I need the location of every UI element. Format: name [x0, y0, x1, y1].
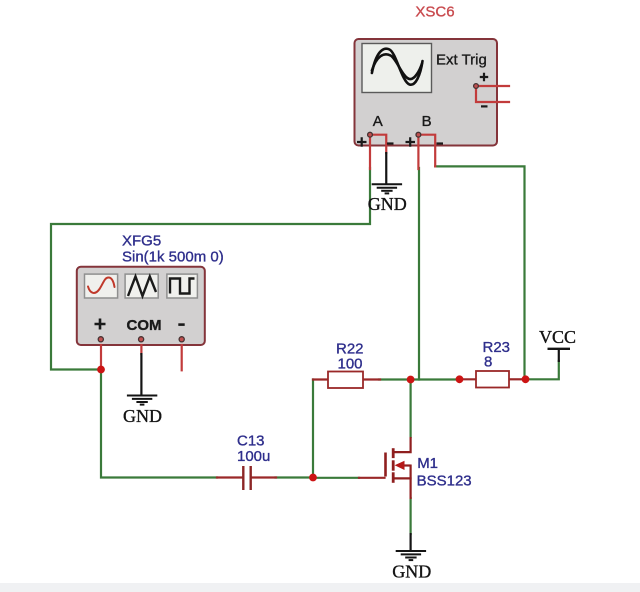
svg-text:100u: 100u	[237, 448, 270, 465]
svg-text:8: 8	[484, 354, 492, 371]
svg-text:VCC: VCC	[539, 327, 576, 347]
svg-text:XSC6: XSC6	[415, 4, 454, 21]
svg-text:GND: GND	[392, 561, 431, 581]
svg-text:B: B	[422, 113, 432, 130]
svg-text:A: A	[373, 113, 383, 130]
svg-text:XFG5: XFG5	[122, 233, 161, 250]
svg-text:M1: M1	[417, 455, 438, 472]
svg-text:GND: GND	[123, 406, 162, 426]
svg-text:BSS123: BSS123	[417, 473, 472, 490]
svg-text:Sin(1k 500m 0): Sin(1k 500m 0)	[122, 249, 224, 266]
svg-text:R23: R23	[483, 339, 511, 356]
svg-text:GND: GND	[368, 194, 407, 214]
svg-text:C13: C13	[237, 433, 265, 450]
svg-text:Ext Trig: Ext Trig	[436, 52, 487, 69]
svg-text:COM: COM	[127, 317, 162, 334]
svg-text:R22: R22	[336, 341, 364, 358]
svg-text:100: 100	[338, 356, 363, 373]
